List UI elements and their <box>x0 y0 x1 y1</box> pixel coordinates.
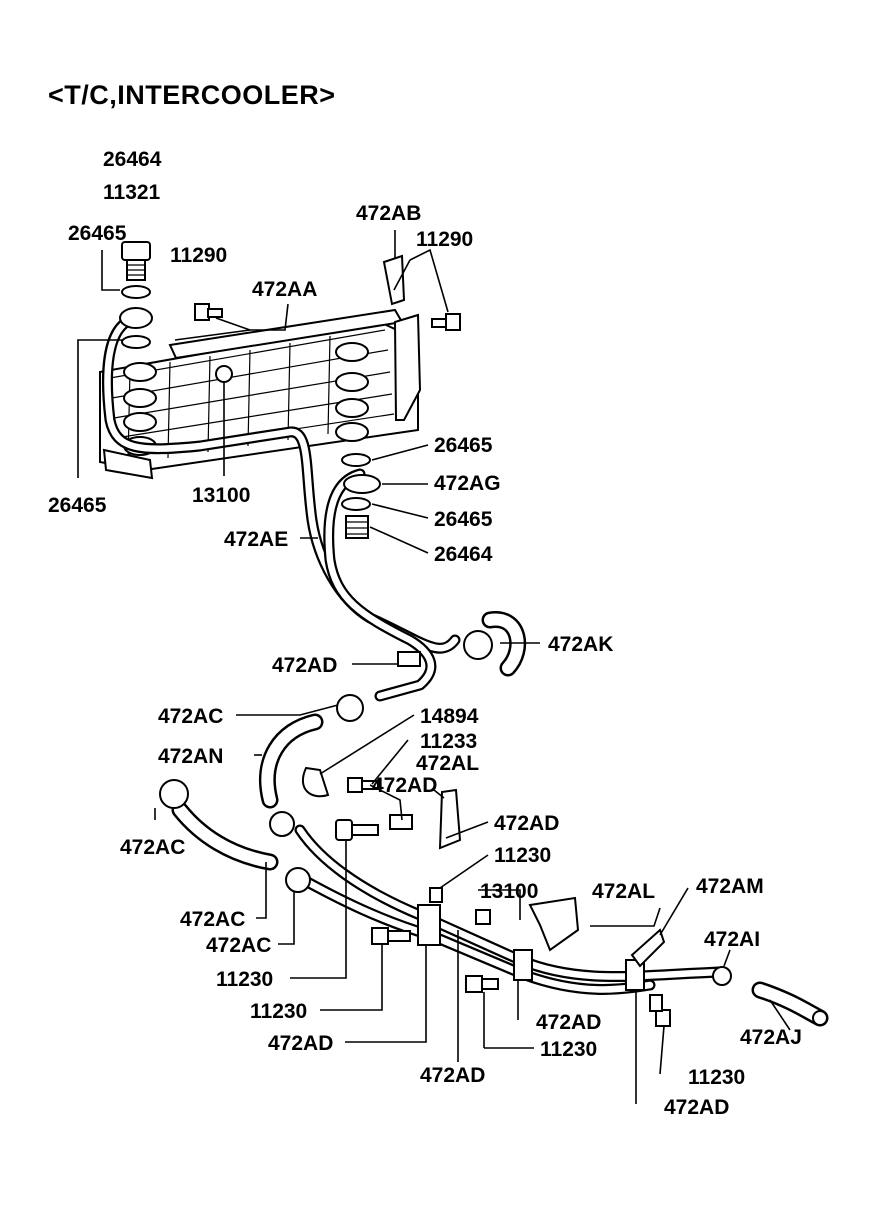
label-472AE: 472AE <box>224 528 288 551</box>
label-472AD-7: 472AD <box>664 1096 729 1119</box>
label-472AJ: 472AJ <box>740 1026 802 1049</box>
washer-26465-r2 <box>341 497 371 511</box>
clamp-472ad-3 <box>417 904 441 946</box>
label-472AC-left: 472AC <box>120 836 185 859</box>
label-26465-top: 26465 <box>68 222 127 245</box>
label-472AB: 472AB <box>356 202 421 225</box>
clamp-472ac-upper <box>336 694 364 722</box>
label-14894: 14894 <box>420 705 479 728</box>
label-26465-r1: 26465 <box>434 434 493 457</box>
bolt-11230-c <box>465 975 499 993</box>
clamp-472ac-low <box>285 867 311 893</box>
label-472AK: 472AK <box>548 633 613 656</box>
label-472AD-6: 472AD <box>420 1064 485 1087</box>
label-26464-top: 26464 <box>103 148 162 171</box>
label-11230-a: 11230 <box>216 968 273 991</box>
washer-26465-lower <box>121 335 151 349</box>
clamp-472ad-4 <box>513 949 533 981</box>
label-472AC-mid: 472AC <box>180 908 245 931</box>
clip-14894 <box>301 766 330 798</box>
label-472AD-3: 472AD <box>494 812 559 835</box>
bracket-472ab <box>382 254 406 306</box>
label-472AM: 472AM <box>696 875 764 898</box>
label-11290-right: 11290 <box>416 228 473 251</box>
label-11230-b: 11230 <box>250 1000 307 1023</box>
label-26465-r2: 26465 <box>434 508 493 531</box>
label-11230-c: 11230 <box>540 1038 597 1061</box>
clamp-472ad-1 <box>397 651 421 667</box>
label-11233: 11233 <box>420 730 477 753</box>
bolt-11290-right <box>431 313 461 331</box>
eye-fitting-top <box>119 307 153 329</box>
label-472AD-1: 472AD <box>272 654 337 677</box>
diagram-title: <T/C,INTERCOOLER> <box>48 80 336 110</box>
label-11230-top: 11230 <box>494 844 551 867</box>
intercooler-core <box>99 308 422 480</box>
label-472AD-5: 472AD <box>268 1032 333 1055</box>
bracket-472al-upper <box>438 788 462 850</box>
eye-fitting-472ag <box>343 474 381 494</box>
plug-11321 <box>121 241 151 281</box>
label-472AD-4: 472AD <box>536 1011 601 1034</box>
label-13100-top: 13100 <box>192 484 250 507</box>
label-472AA: 472AA <box>252 278 317 301</box>
label-13100-lower: 13100 <box>480 880 538 903</box>
leader-lines <box>77 230 791 1104</box>
nut-13100-top <box>215 365 233 383</box>
clamp-472ai <box>712 966 732 986</box>
bolt-11230-e <box>649 994 671 1027</box>
washer-26465-top <box>121 285 151 299</box>
label-26464-lower: 26464 <box>434 543 493 566</box>
label-11230-d: 11230 <box>688 1066 745 1089</box>
clamp-472ak <box>463 630 493 660</box>
label-472AG: 472AG <box>434 472 501 495</box>
label-472AD-2: 472AD <box>372 774 437 797</box>
plug-26464-lower <box>345 515 369 539</box>
bracket-472am <box>630 928 666 968</box>
bolt-11230-b <box>371 927 411 945</box>
clamp-472ac-left <box>159 779 189 809</box>
bolt-11230-a <box>335 819 379 841</box>
bolt-11230-d <box>429 887 443 903</box>
label-472AL-lower: 472AL <box>592 880 655 903</box>
clamp-472ac-mid <box>269 811 295 837</box>
label-11321: 11321 <box>103 181 161 204</box>
label-472AC-upper: 472AC <box>158 705 223 728</box>
label-26465-left: 26465 <box>48 494 107 517</box>
washer-26465-r1 <box>341 453 371 467</box>
label-472AN: 472AN <box>158 745 223 768</box>
label-472AL-upper: 472AL <box>416 752 479 775</box>
end-472aj <box>812 1010 828 1026</box>
label-11290-left: 11290 <box>170 244 227 267</box>
label-472AI: 472AI <box>704 928 760 951</box>
nut-13100-lower <box>475 909 491 925</box>
label-472AC-low: 472AC <box>206 934 271 957</box>
bracket-472al-lower <box>528 896 580 952</box>
bolt-11290-left <box>194 303 223 321</box>
